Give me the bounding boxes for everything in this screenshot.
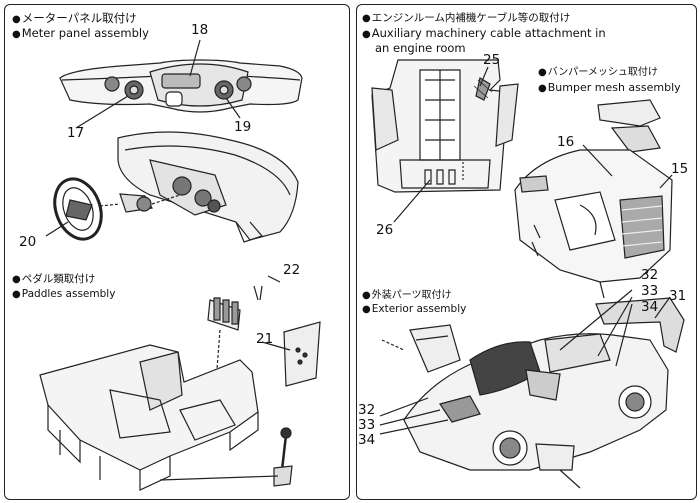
meter-heading-jp: ●メーターパネル取付け (12, 11, 137, 25)
exterior-heading-jp: ●外装パーツ取付け (362, 290, 452, 301)
part-number-19: 19 (234, 119, 252, 135)
paddles-heading-en: ●Paddles assembly (12, 288, 116, 300)
part-number-25: 25 (483, 52, 501, 68)
meter-heading-en: ●Meter panel assembly (12, 26, 149, 40)
bumper-heading-jp: ●バンパーメッシュ取付け (538, 67, 658, 78)
part-number-34-lower: 34 (358, 432, 376, 448)
part-number-33-lower: 33 (358, 417, 376, 433)
part-number-18: 18 (191, 22, 209, 38)
part-number-15: 15 (671, 161, 689, 177)
engine-heading-en-line2: an engine room (375, 41, 466, 55)
part-number-26: 26 (376, 222, 394, 238)
engine-heading-en-line1: ●Auxiliary machinery cable attachment in (362, 26, 606, 40)
part-number-33-upper: 33 (641, 283, 659, 299)
part-number-17: 17 (67, 125, 85, 141)
part-number-21: 21 (256, 331, 274, 347)
part-number-22: 22 (283, 262, 301, 278)
part-number-31: 31 (669, 288, 687, 304)
exterior-heading-en: ●Exterior assembly (362, 303, 467, 315)
engine-heading-jp: ●エンジンルーム内補機ケーブル等の取付け (362, 12, 571, 24)
part-number-32-upper: 32 (641, 267, 659, 283)
bumper-heading-en: ●Bumper mesh assembly (538, 81, 681, 94)
part-number-34-upper: 34 (641, 299, 659, 315)
paddles-heading-jp: ●ペダル類取付け (12, 273, 96, 285)
part-number-16: 16 (557, 134, 575, 150)
part-number-20: 20 (19, 234, 37, 250)
part-number-32-lower: 32 (358, 402, 376, 418)
